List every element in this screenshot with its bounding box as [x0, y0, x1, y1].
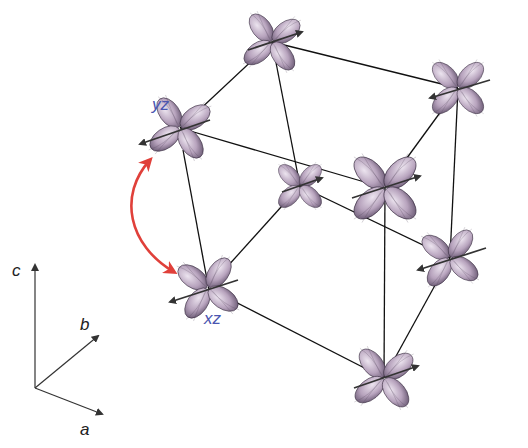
lattice-edges — [180, 42, 458, 378]
orbital-label: xz — [204, 310, 221, 327]
spin-arrows — [140, 32, 490, 388]
orbitals — [143, 8, 489, 414]
axis-label: b — [80, 316, 89, 333]
axes — [35, 265, 102, 414]
exchange-arrow — [131, 160, 174, 272]
orbital-label: yz — [152, 96, 169, 113]
axis-label: c — [12, 262, 21, 279]
axis-label: a — [80, 421, 89, 438]
